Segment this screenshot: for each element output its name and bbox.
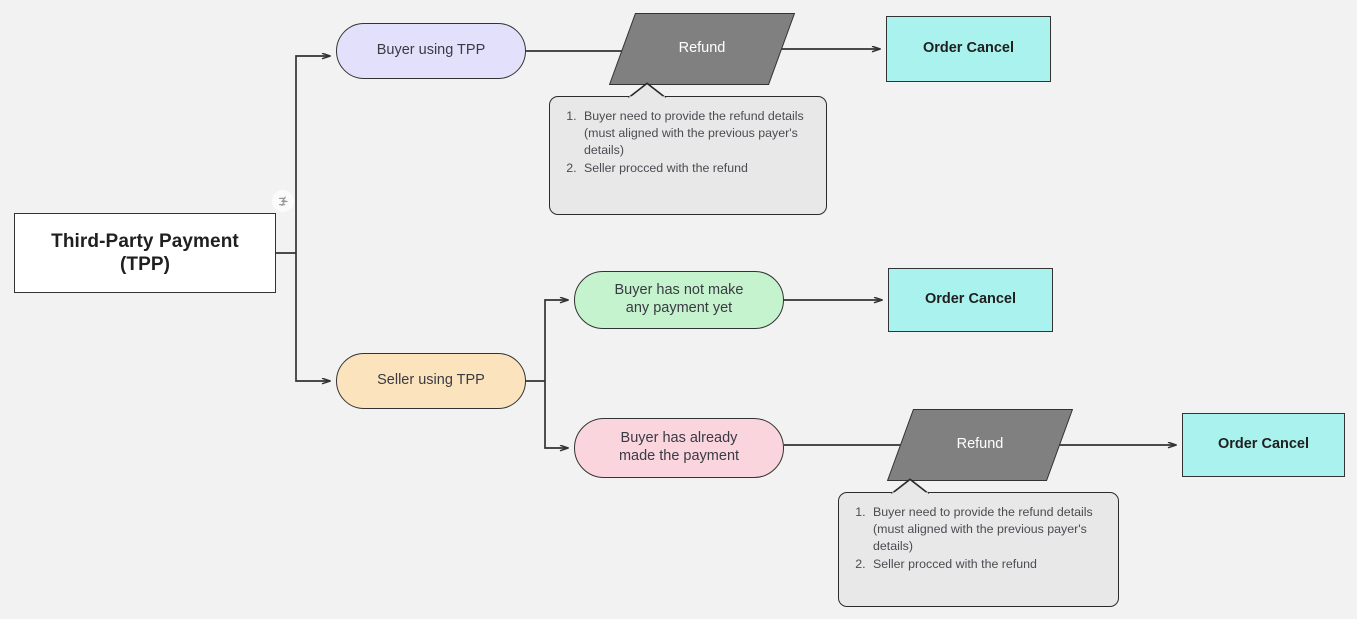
node-label: Buyer has already made the payment — [619, 430, 739, 465]
node-label-line1: Buyer has not make — [614, 282, 744, 299]
note-item: Buyer need to provide the refund details… — [580, 108, 812, 159]
note-item: Seller procced with the refund — [580, 160, 812, 177]
node-label-line1: Buyer has already — [620, 430, 738, 447]
node-refund-seller-tpp[interactable]: Refund — [886, 409, 1074, 481]
node-refund-buyer-tpp[interactable]: Refund — [608, 13, 796, 85]
node-buyer-no-payment[interactable]: Buyer has not make any payment yet — [574, 271, 784, 329]
mermaid-flash-icon[interactable] — [272, 190, 294, 212]
flash-glyph — [278, 196, 288, 206]
edge-seller-tpp-to-already-paid — [544, 381, 568, 448]
node-order-cancel-1[interactable]: Order Cancel — [886, 16, 1051, 82]
node-label: Order Cancel — [924, 291, 1017, 308]
note-list: Buyer need to provide the refund details… — [849, 504, 1104, 573]
node-label: Order Cancel — [1217, 436, 1310, 453]
edge-root-to-buyer-tpp — [295, 56, 330, 253]
node-label-line2: made the payment — [618, 448, 740, 464]
note-tail-icon — [891, 478, 929, 495]
edge-seller-tpp-to-no-payment — [544, 300, 568, 381]
node-label-line2: (TPP) — [119, 254, 171, 275]
node-order-cancel-3[interactable]: Order Cancel — [1182, 413, 1345, 477]
node-seller-using-tpp[interactable]: Seller using TPP — [336, 353, 526, 409]
note-list: Buyer need to provide the refund details… — [560, 108, 812, 177]
edge-root-to-seller-tpp — [295, 253, 330, 381]
node-label: Refund — [678, 40, 726, 57]
node-label: Seller using TPP — [377, 372, 485, 389]
note-tail-icon — [628, 82, 666, 99]
node-buyer-using-tpp[interactable]: Buyer using TPP — [336, 23, 526, 79]
node-label: Refund — [956, 436, 1004, 453]
node-label: Third-Party Payment (TPP) — [51, 230, 239, 276]
note-item: Seller procced with the refund — [869, 556, 1104, 573]
node-label-line1: Third-Party Payment — [51, 230, 239, 252]
node-order-cancel-2[interactable]: Order Cancel — [888, 268, 1053, 332]
note-item: Buyer need to provide the refund details… — [869, 504, 1104, 555]
note-refund-instructions-2[interactable]: Buyer need to provide the refund details… — [838, 478, 1119, 607]
note-refund-instructions-1[interactable]: Buyer need to provide the refund details… — [549, 82, 827, 215]
node-label-line2: any payment yet — [625, 300, 733, 316]
node-label: Order Cancel — [922, 40, 1015, 57]
node-label: Buyer has not make any payment yet — [615, 282, 744, 317]
node-label: Buyer using TPP — [376, 42, 486, 59]
node-buyer-already-paid[interactable]: Buyer has already made the payment — [574, 418, 784, 478]
node-third-party-payment[interactable]: Third-Party Payment (TPP) — [14, 213, 276, 293]
